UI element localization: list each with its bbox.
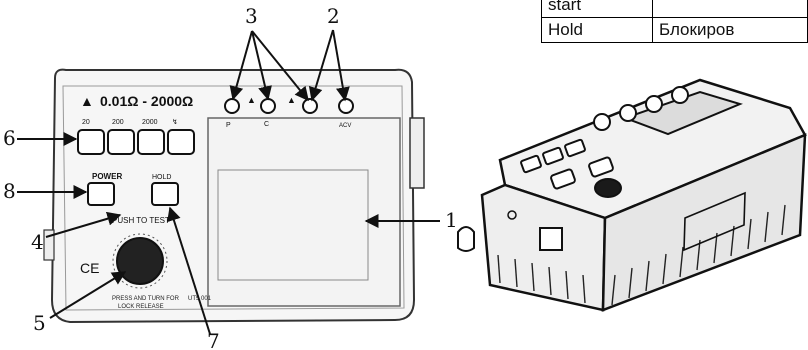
- device-isometric: [457, 78, 807, 312]
- range-200-button[interactable]: [107, 129, 135, 155]
- device-button[interactable]: [520, 154, 542, 174]
- warning-icon: ▲: [80, 93, 94, 109]
- warning-icon: ▲: [287, 95, 296, 105]
- device-plug-icon: [457, 226, 475, 252]
- callout-1: 1: [445, 208, 458, 232]
- voltage-button[interactable]: [167, 129, 195, 155]
- push-to-test-label: PUSH TO TEST: [112, 216, 170, 225]
- table-cell-value: Блокиров: [651, 17, 808, 43]
- table-row: start: [541, 0, 808, 18]
- side-clip: [409, 117, 425, 189]
- callouts: 1 2 3 4 5 6 7 8: [3, 4, 458, 350]
- callout-5-arrow: [49, 271, 127, 319]
- callout-3-arrow: [251, 30, 309, 102]
- terminal-e-jack[interactable]: [302, 98, 318, 114]
- range-label: 0.01Ω - 2000Ω: [100, 93, 193, 109]
- callout-4-arrow: [45, 211, 122, 238]
- device-jack[interactable]: [645, 95, 663, 113]
- range-button-label: ↯: [172, 118, 178, 126]
- terminal-acv-jack[interactable]: [338, 98, 354, 114]
- table-row: Hold Блокиров: [541, 17, 808, 43]
- device-side-face: [601, 133, 807, 312]
- device-button[interactable]: [564, 138, 586, 158]
- callout-6: 6: [3, 126, 16, 150]
- device-test-knob[interactable]: [594, 178, 622, 198]
- device-jack[interactable]: [619, 104, 637, 122]
- power-button[interactable]: [87, 182, 115, 206]
- test-knob[interactable]: [116, 237, 164, 285]
- range-button-label: 20: [82, 119, 90, 126]
- terminal-c-label: C: [264, 121, 269, 128]
- range-button-label: 2000: [142, 119, 158, 126]
- range-button-label: 200: [112, 119, 124, 126]
- callout-2-arrow: [332, 29, 350, 102]
- device-jack[interactable]: [671, 86, 689, 104]
- callout-3-arrow: [251, 30, 272, 101]
- callout-8: 8: [3, 179, 16, 203]
- callout-3: 3: [245, 4, 258, 28]
- device-hold-button[interactable]: [588, 156, 614, 178]
- function-table: start Hold Блокиров: [541, 0, 808, 43]
- fine-print: PRESS AND TURN FOR: [112, 296, 180, 302]
- range-buttons: 20 200 2000 ↯: [77, 118, 195, 155]
- device-button[interactable]: [542, 146, 564, 166]
- fine-print: LOCK RELEASE: [118, 304, 164, 310]
- range-2000-button[interactable]: [137, 129, 165, 155]
- device-ribs: [497, 204, 786, 306]
- strap-loop: [43, 229, 55, 261]
- device-jack[interactable]: [593, 113, 611, 131]
- callout-5: 5: [33, 311, 46, 335]
- callout-4: 4: [31, 230, 44, 254]
- hold-button[interactable]: [151, 182, 179, 206]
- device-power-button[interactable]: [550, 168, 576, 190]
- display-window: [207, 117, 401, 307]
- table-cell-key: Hold: [541, 17, 653, 43]
- callout-3-arrow: [229, 30, 253, 101]
- callout-2: 2: [327, 4, 340, 28]
- warning-icon: ▲: [247, 95, 256, 105]
- terminal-p-label: P: [226, 122, 231, 129]
- device-clip: [539, 227, 563, 251]
- knob-ring: [112, 233, 168, 289]
- terminal-p-jack[interactable]: [224, 98, 240, 114]
- ce-mark: CE: [80, 260, 99, 276]
- callout-2-arrow: [308, 29, 334, 102]
- device-side-panel: [683, 191, 746, 252]
- hold-label: HOLD: [152, 174, 171, 181]
- terminal-c-jack[interactable]: [260, 98, 276, 114]
- callout-7: 7: [207, 329, 220, 350]
- power-label: POWER: [92, 172, 122, 181]
- front-panel: ▲ 0.01Ω - 2000Ω 20 200 2000 ↯ ▲ ▲ P C AC…: [43, 68, 425, 324]
- device-screw: [507, 210, 517, 220]
- range-20-button[interactable]: [77, 129, 105, 155]
- callout-7-arrow: [167, 206, 211, 335]
- terminal-acv-label: ACV: [339, 123, 351, 129]
